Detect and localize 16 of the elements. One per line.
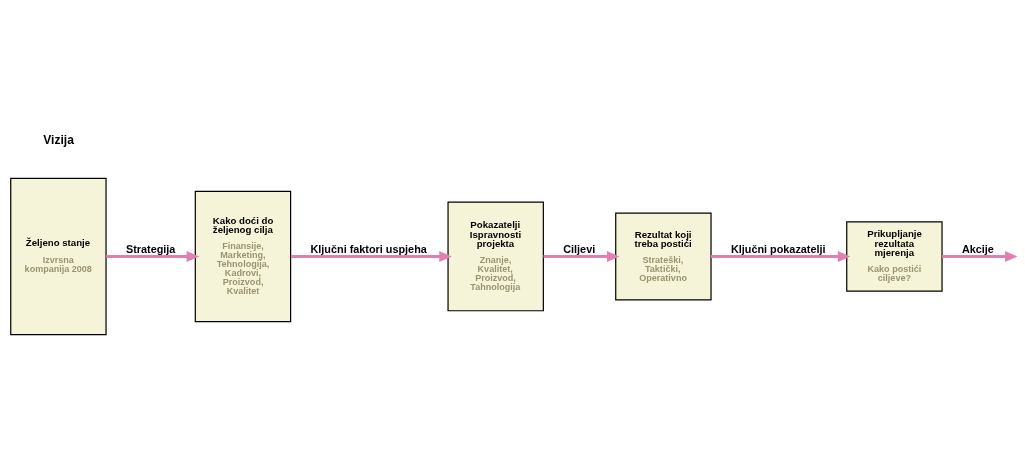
edge-label: Akcije <box>961 242 994 254</box>
node-box: Rezultat koji treba postići Strateški, Taktički, Operativno <box>615 211 712 300</box>
arrow <box>942 250 1017 262</box>
node-box: Kako doći do željenog cilja Finansije, Marketing, Tehnologija, Kadrovi, Proizvod, Kvalitet <box>194 190 292 322</box>
arrow <box>290 250 452 262</box>
edge-label: Ključni pokazatelji <box>730 242 826 254</box>
arrow <box>543 250 620 262</box>
node-box: Željeno stanje Izvrsna kompanija 2008 <box>10 177 107 335</box>
edge-label: Ciljevi <box>563 242 596 254</box>
arrow <box>106 250 200 262</box>
arrow <box>711 250 851 262</box>
node-box: Prikupljanje rezultata mjerenja Kako postići ciljeve? <box>846 220 943 292</box>
node-label: Vizija <box>43 132 74 147</box>
node-box: Pokazatelji Ispravnosti projekta Znanje, Kvalitet, Proizvod, Tahnologija <box>447 201 544 311</box>
edge-label: Strategija <box>125 242 176 254</box>
edge-label: Ključni faktori uspjeha <box>310 242 427 254</box>
